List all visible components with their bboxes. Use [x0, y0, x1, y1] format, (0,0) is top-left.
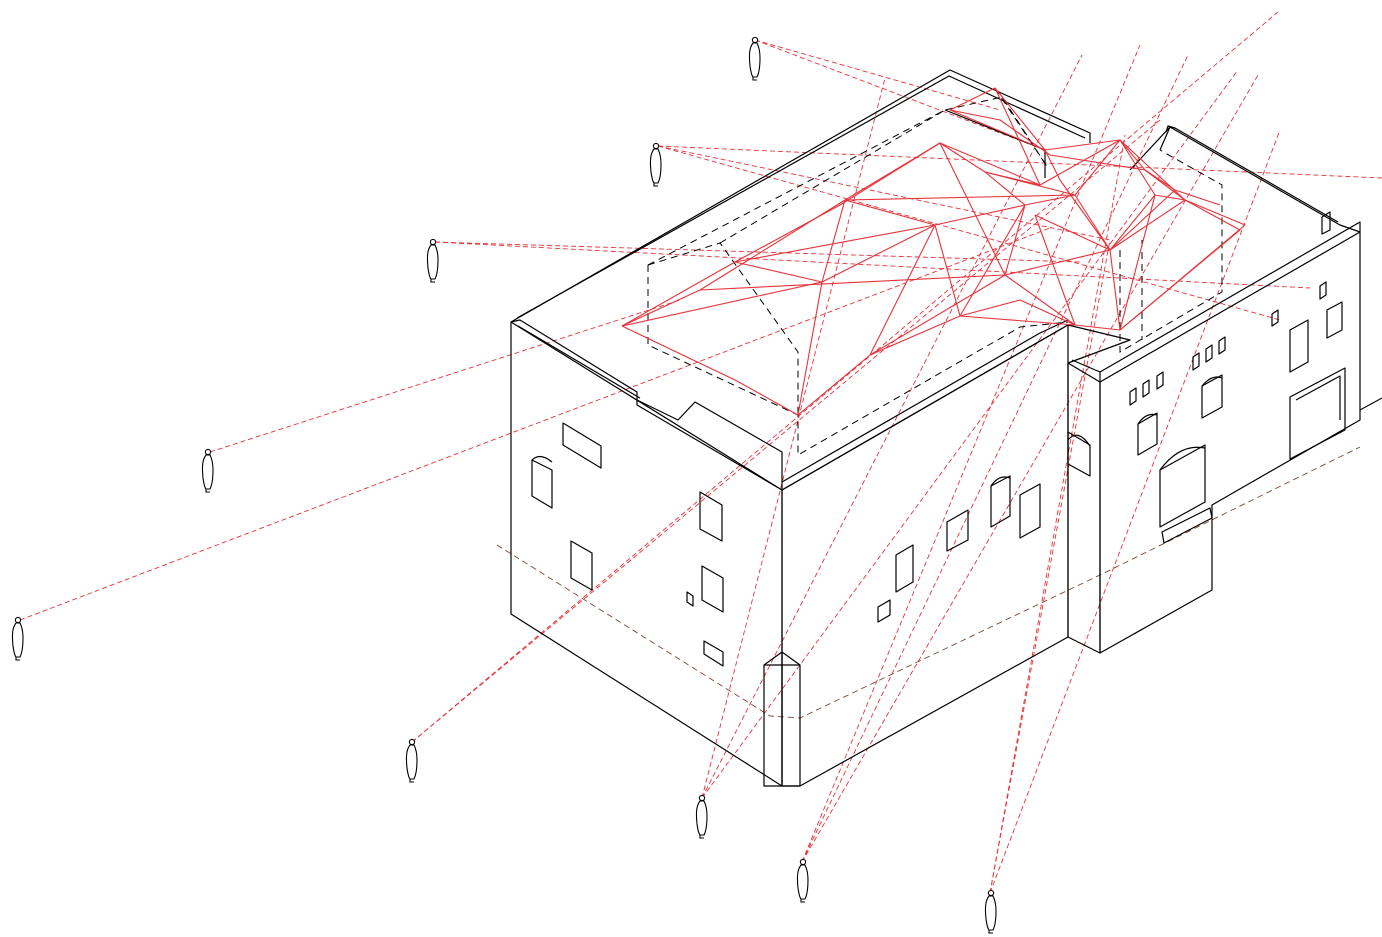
right-wall-windows: [877, 475, 1041, 623]
observer-figure: [748, 36, 761, 81]
building: [496, 69, 1382, 787]
annex-block: [1067, 125, 1382, 654]
observer-figure: [426, 238, 439, 283]
observer-figure: [695, 794, 708, 839]
roof-hidden-outline: [647, 87, 1223, 456]
canopy-structure: [621, 87, 1246, 416]
corner-buttress: [763, 651, 801, 787]
observer-figure: [984, 889, 997, 934]
observer-figure: [405, 738, 418, 783]
observer-figure: [796, 858, 809, 903]
main-block-left-wall: [510, 321, 783, 787]
main-block-parapet: [510, 69, 1091, 491]
observers: [11, 36, 997, 934]
ground-line: [496, 446, 1361, 719]
observer-figure: [11, 616, 24, 661]
observer-figure: [649, 142, 662, 187]
annex-windows: [1067, 281, 1346, 544]
left-wall-windows: [531, 422, 724, 667]
observer-figure: [201, 448, 214, 493]
